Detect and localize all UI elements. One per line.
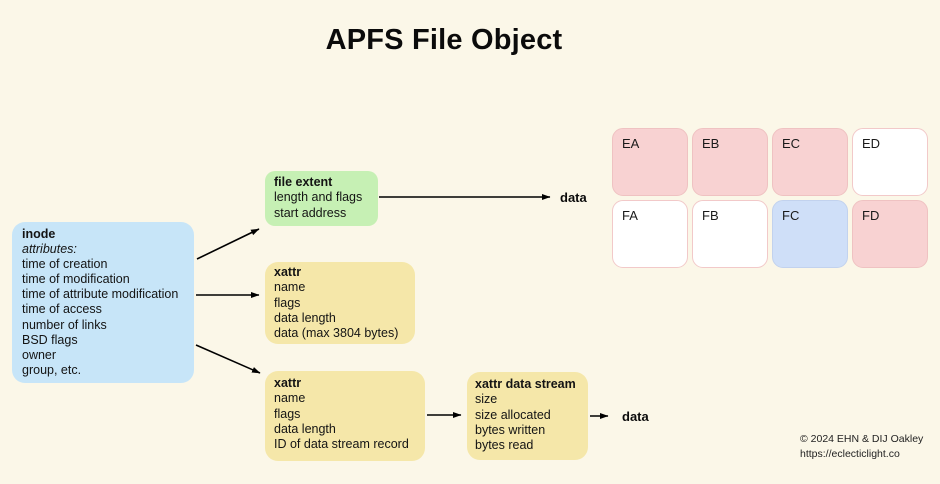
block-cell-ec: EC: [772, 128, 848, 196]
block-cell-label: ED: [862, 136, 881, 151]
data-label-stream: data: [622, 409, 649, 424]
inode-attr: time of access: [22, 302, 102, 317]
xattr-data-stream-field: bytes written: [475, 422, 546, 437]
xattr-stream-ref-field: name: [274, 391, 306, 406]
xattr-data-stream-field: size: [475, 392, 498, 407]
xattr-stream-ref-box-title: xattr: [274, 376, 302, 390]
inode-attr: group, etc.: [22, 362, 82, 377]
xattr-data-stream-box: xattr data stream size size allocated by…: [467, 372, 588, 460]
file-extent-field: start address: [274, 205, 347, 220]
block-cell-label: EA: [622, 136, 640, 151]
diagram-title: APFS File Object: [325, 24, 563, 56]
block-cell-fb: FB: [692, 200, 768, 268]
block-cell-ea: EA: [612, 128, 688, 196]
block-cell-label: FA: [622, 208, 638, 223]
block-cell-fa: FA: [612, 200, 688, 268]
xattr-stream-ref-field: ID of data stream record: [274, 437, 409, 452]
xattr-inline-field: data (max 3804 bytes): [274, 326, 399, 341]
block-cell-fc: FC: [772, 200, 848, 268]
block-cell-label: EB: [702, 136, 720, 151]
xattr-data-stream-field: bytes read: [475, 438, 534, 453]
file-extent-box: file extent length and flags start addre…: [265, 171, 378, 226]
copyright-url: https://eclecticlight.co: [800, 447, 900, 460]
block-cell-label: FD: [862, 208, 880, 223]
inode-attr: BSD flags: [22, 332, 78, 347]
xattr-inline-field: name: [274, 280, 306, 295]
file-extent-box-title: file extent: [274, 175, 333, 189]
xattr-data-stream-field: size allocated: [475, 407, 551, 422]
inode-attr: time of modification: [22, 272, 130, 287]
xattr-inline-field: data length: [274, 310, 336, 325]
xattr-inline-box: xattr name flags data length data (max 3…: [265, 262, 415, 344]
inode-box-subtitle: attributes:: [22, 242, 77, 257]
inode-attr: number of links: [22, 317, 107, 332]
data-label-extent: data: [560, 190, 587, 205]
inode-box: inode attributes: time of creation time …: [12, 222, 194, 383]
inode-box-title: inode: [22, 227, 56, 241]
copyright-line: © 2024 EHN & DIJ Oakley: [800, 433, 924, 445]
xattr-inline-box-title: xattr: [274, 265, 302, 279]
inode-attr: owner: [22, 347, 57, 362]
block-cell-eb: EB: [692, 128, 768, 196]
inode-attr: time of creation: [22, 257, 108, 272]
xattr-data-stream-box-title: xattr data stream: [475, 377, 576, 391]
block-cell-fd: FD: [852, 200, 928, 268]
block-cell-ed: ED: [852, 128, 928, 196]
xattr-stream-ref-field: data length: [274, 421, 336, 436]
xattr-stream-ref-box: xattr name flags data length ID of data …: [265, 371, 425, 461]
block-grid: EA EB EC ED FA FB FC FD: [612, 128, 928, 268]
arrow-inode-to-file-extent: [196, 228, 260, 260]
block-cell-label: EC: [782, 136, 801, 151]
xattr-stream-ref-field: flags: [274, 406, 301, 421]
copyright-notice: © 2024 EHN & DIJ Oakley https://eclectic…: [800, 432, 923, 461]
file-extent-field: length and flags: [274, 190, 363, 205]
xattr-inline-field: flags: [274, 295, 301, 310]
block-cell-label: FB: [702, 208, 719, 223]
inode-attr: time of attribute modification: [22, 287, 179, 302]
block-cell-label: FC: [782, 208, 800, 223]
arrow-inode-to-xattr-stream-ref: [195, 344, 261, 374]
